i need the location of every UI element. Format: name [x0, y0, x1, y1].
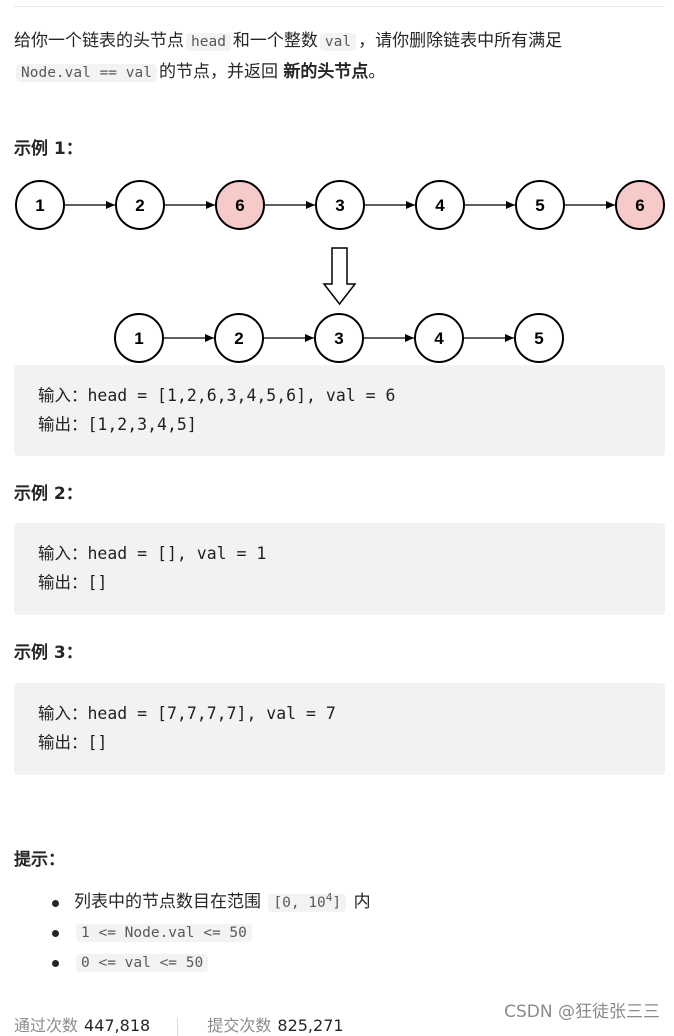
- top-list-node-label: 5: [535, 196, 544, 215]
- result-list-node: [514, 313, 564, 363]
- example-2-input: head = [], val = 1: [87, 544, 267, 563]
- hint-code-val: 0 <= val <= 50: [76, 954, 209, 972]
- linked-list-diagram: 1 2 6 3 4 5 6 1 2 3 4 5: [15, 180, 665, 363]
- desc-text: ，请你删除链表中所有满足: [358, 31, 563, 51]
- result-list-node-label: 2: [234, 329, 243, 348]
- watermark: CSDN @狂徒张三三: [504, 1002, 660, 1022]
- desc-text: 。: [368, 62, 386, 82]
- result-list-node-label: 5: [534, 329, 543, 348]
- hints-title: 提示：: [14, 850, 65, 870]
- hint-suffix: 内: [353, 892, 371, 912]
- code-head: head: [186, 33, 231, 51]
- result-list-node-label: 1: [134, 329, 143, 348]
- hint-item: 1 <= Node.val <= 50: [52, 918, 371, 948]
- hint-code-node-val: 1 <= Node.val <= 50: [76, 924, 252, 942]
- top-list-node-label: 4: [435, 196, 445, 215]
- top-list-node: [615, 180, 665, 230]
- top-list-node-label: 3: [335, 196, 344, 215]
- down-arrow-icon: [322, 247, 357, 306]
- result-list-node: [314, 313, 364, 363]
- example-2-title: 示例 2：: [14, 484, 83, 504]
- output-label: 输出：: [38, 573, 88, 592]
- top-list-node: [415, 180, 465, 230]
- example-1-output: [1,2,3,4,5]: [87, 415, 197, 434]
- example-3-input: head = [7,7,7,7], val = 7: [87, 704, 336, 723]
- hints-list: 列表中的节点数目在范围 [0, 104] 内 1 <= Node.val <= …: [14, 888, 371, 978]
- hint-text: 列表中的节点数目在范围: [74, 892, 261, 912]
- result-list-node-label: 3: [334, 329, 343, 348]
- range-end: ]: [332, 895, 342, 911]
- top-list-node: [515, 180, 565, 230]
- accepted-count: 447,818: [84, 1016, 151, 1035]
- result-list-node-label: 4: [434, 329, 444, 348]
- submitted-count: 825,271: [277, 1016, 344, 1035]
- output-label: 输出：: [38, 415, 88, 434]
- code-condition: Node.val == val: [16, 64, 157, 82]
- top-list-node-label: 6: [235, 196, 244, 215]
- top-list-node-label: 2: [135, 196, 144, 215]
- example-3-title: 示例 3：: [14, 643, 83, 663]
- result-list-node: [414, 313, 464, 363]
- top-list-node: [15, 180, 65, 230]
- top-list-node: [115, 180, 165, 230]
- range-start: [0, 10: [273, 895, 326, 911]
- top-list-node: [215, 180, 265, 230]
- top-list-node-label: 1: [35, 196, 44, 215]
- bold-new-head: 新的头节点: [283, 62, 369, 82]
- submitted-label: 提交次数: [207, 1016, 272, 1035]
- input-label: 输入：: [38, 544, 88, 563]
- input-label: 输入：: [38, 704, 88, 723]
- hint-item: 列表中的节点数目在范围 [0, 104] 内: [52, 888, 371, 918]
- accepted-label: 通过次数: [14, 1016, 79, 1035]
- exponent: 4: [325, 891, 333, 905]
- top-divider: [14, 6, 665, 7]
- desc-text: 给你一个链表的头节点: [14, 31, 184, 51]
- output-label: 输出：: [38, 733, 88, 752]
- submission-stats: 通过次数 447,818 提交次数 825,271: [14, 1012, 344, 1036]
- example-3-block: 输入：head = [7,7,7,7], val = 7 输出：[]: [14, 683, 665, 775]
- input-label: 输入：: [38, 386, 88, 405]
- example-1-title: 示例 1：: [14, 139, 83, 159]
- hint-range-code: [0, 104]: [268, 891, 347, 912]
- result-list-node: [214, 313, 264, 363]
- result-list-node: [114, 313, 164, 363]
- example-3-output: []: [87, 733, 108, 752]
- example-1-input: head = [1,2,6,3,4,5,6], val = 6: [87, 386, 396, 405]
- stats-divider: [177, 1017, 179, 1036]
- desc-text: 的节点，并返回: [158, 62, 278, 82]
- code-val: val: [319, 33, 357, 51]
- example-2-block: 输入：head = [], val = 1 输出：[]: [14, 523, 665, 615]
- hint-item: 0 <= val <= 50: [52, 948, 371, 978]
- example-2-output: []: [87, 573, 108, 592]
- example-1-block: 输入：head = [1,2,6,3,4,5,6], val = 6 输出：[1…: [14, 365, 665, 456]
- top-list-node: [315, 180, 365, 230]
- desc-text: 和一个整数: [232, 31, 318, 51]
- top-list-node-label: 6: [635, 196, 644, 215]
